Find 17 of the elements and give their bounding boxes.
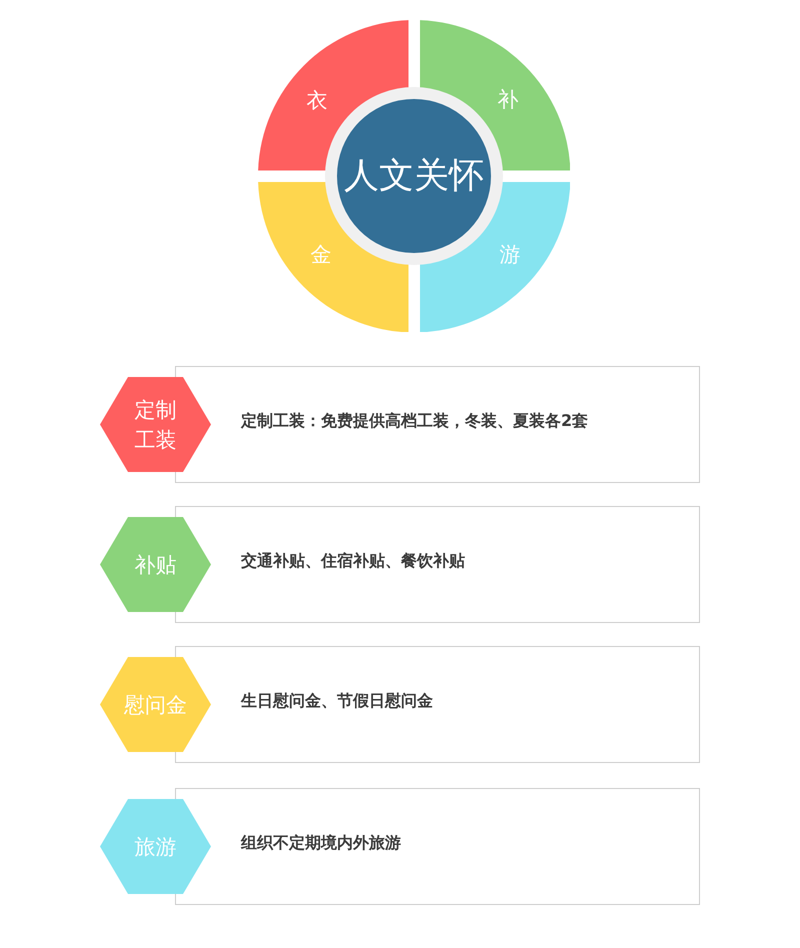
badge-label: 补贴 xyxy=(134,552,176,578)
badge-label: 旅游 xyxy=(134,834,176,860)
card-text: 定制工装：免费提供高档工装，冬装、夏装各2套 xyxy=(241,410,588,432)
segment-label: 补 xyxy=(498,90,518,110)
segment-label: 金 xyxy=(310,244,332,266)
card-text: 交通补贴、住宿补贴、餐饮补贴 xyxy=(241,550,465,572)
hexagon-badge xyxy=(100,377,211,472)
badge-label: 定制工装 xyxy=(134,396,178,454)
badge-label: 慰问金 xyxy=(124,692,187,718)
card-text: 组织不定期境内外旅游 xyxy=(241,832,401,854)
hexagon-badge xyxy=(100,517,211,612)
segment-label: 游 xyxy=(500,244,520,266)
hexagon-badge xyxy=(100,799,211,894)
center-title: 人文关怀 xyxy=(344,158,484,194)
segment-label: 衣 xyxy=(306,90,328,112)
hexagon-badge xyxy=(100,657,211,752)
card-text: 生日慰问金、节假日慰问金 xyxy=(241,690,433,712)
